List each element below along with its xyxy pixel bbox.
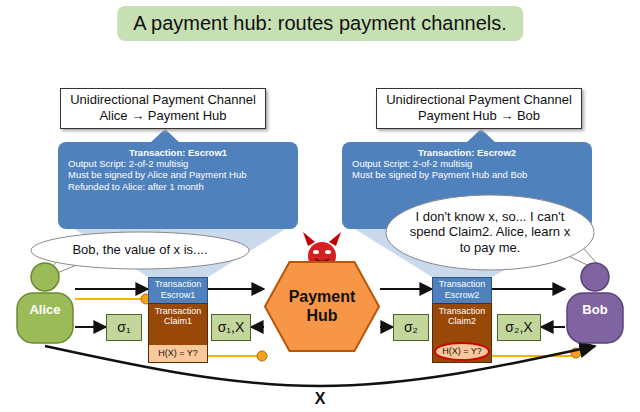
transaction-box: Transaction Escrow1 [148, 277, 208, 304]
node-text: Transaction: Escrow2 [352, 147, 582, 158]
claim-box: Transaction Claim1H(X) = Y? [148, 303, 208, 363]
node-text: Unidirectional Payment Channel Payment H… [383, 92, 575, 123]
arrow-connector [492, 288, 565, 290]
signature-box: σ₁ [106, 314, 142, 341]
channel-header: Unidirectional Payment Channel Payment H… [376, 88, 582, 129]
arrow-connector [380, 326, 393, 328]
hub-hexagon-outline [264, 261, 380, 352]
arrow-connector [380, 288, 432, 290]
signature-box: σ₂ [393, 314, 429, 341]
arrow-connector [75, 326, 106, 328]
speech-bubble: Bob, the value of x is.... [30, 231, 250, 270]
arrow-connector [45, 346, 595, 386]
node-text: I don't know x, so... I can't spend Clai… [409, 209, 571, 256]
person-figure: Alice [15, 262, 75, 345]
title-banner: A payment hub: routes payment channels. [117, 6, 523, 41]
signature-box: σ₁,X [211, 314, 251, 341]
person-figure: Bob [565, 262, 625, 345]
node-text: Transaction Escrow1 [151, 279, 205, 301]
node-text: σ₂,X [505, 319, 532, 336]
arrow-connector [251, 326, 264, 328]
node-text: Unidirectional Payment Channel Alice → P… [67, 92, 259, 123]
arrow-connector [75, 288, 148, 290]
signature-box: σ₂,X [497, 314, 541, 341]
node-text: Transaction Claim2 [433, 306, 491, 328]
hub-hexagon: Payment Hub [264, 261, 380, 352]
node-text: Alice [29, 302, 60, 318]
node-text: Payment Hub [284, 287, 360, 325]
node-text: Transaction Claim1 [149, 306, 207, 328]
node-text: Must be signed by Payment Hub and Bob [352, 169, 582, 180]
node-text: H(X) = Y? [149, 345, 207, 362]
node-text: Output Script: 2-of-2 multisig [68, 158, 288, 169]
arrow-connector [541, 326, 565, 328]
speech-bubble: I don't know x, so... I can't spend Clai… [385, 194, 595, 271]
transaction-box: Transaction Escrow2 [432, 277, 492, 304]
claim-box: Transaction Claim2H(X) = Y? [432, 303, 492, 363]
callout-pointer [150, 129, 180, 143]
node-text: Transaction Escrow2 [435, 279, 489, 301]
node-text: σ₂ [404, 319, 418, 336]
node-text: Refunded to Alice: after 1 month [68, 181, 288, 192]
node-text: Must be signed by Alice and Payment Hub [68, 169, 288, 180]
node-text: Output Script: 2-of-2 multisig [352, 158, 582, 169]
node-text: Bob, the value of x is.... [72, 242, 207, 258]
node-text: σ₁ [117, 319, 130, 336]
node-text: Transaction: Escrow1 [68, 147, 288, 158]
node-text: Bob [582, 302, 607, 318]
arrow-connector [208, 288, 264, 290]
channel-header: Unidirectional Payment Channel Alice → P… [60, 88, 266, 129]
transaction-callout: Transaction: Escrow1Output Script: 2-of-… [58, 142, 298, 229]
node-text: σ₁,X [218, 319, 245, 336]
edge-label: X [311, 390, 330, 408]
callout-pointer [466, 129, 496, 143]
node-text: H(X) = Y? [434, 342, 490, 361]
